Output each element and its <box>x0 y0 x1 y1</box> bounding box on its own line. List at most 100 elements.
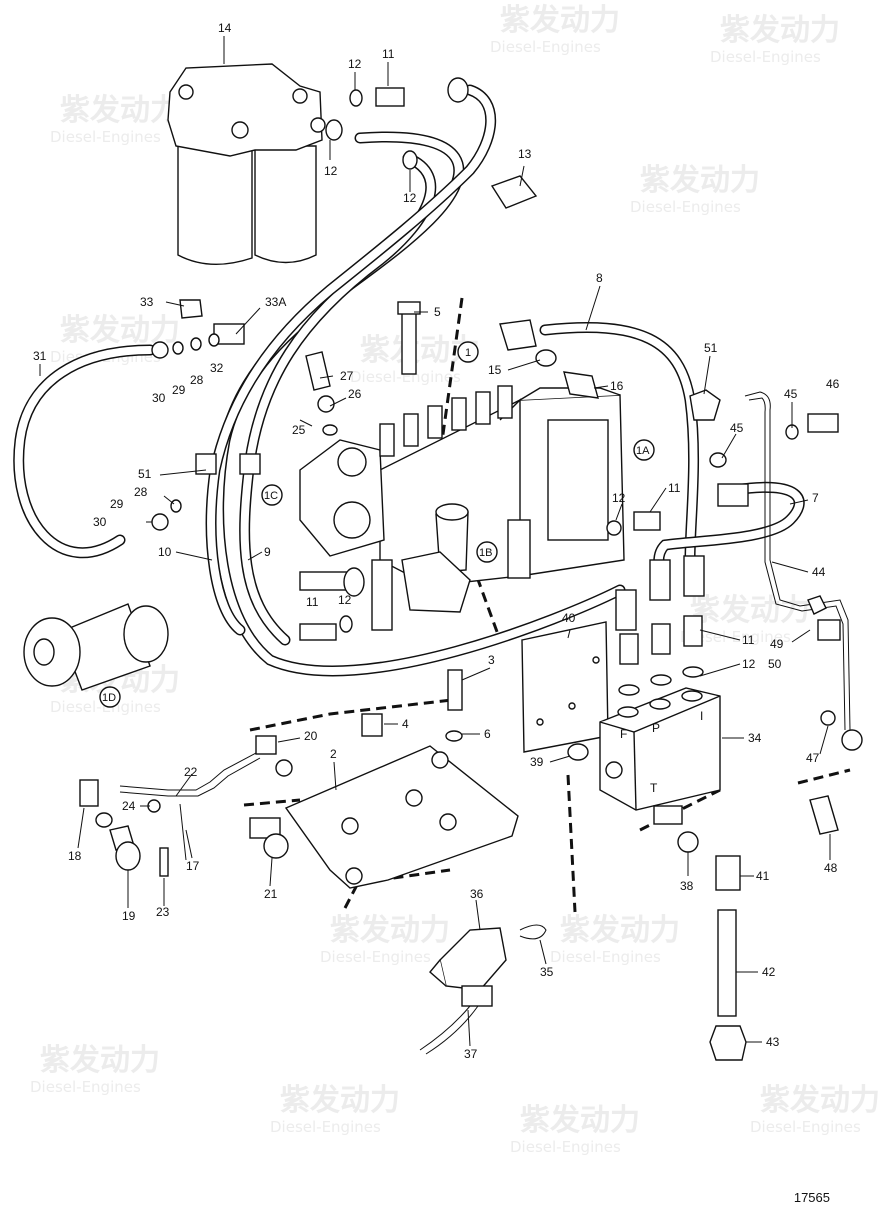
watermark-sub: Diesel-Engines <box>750 1118 861 1136</box>
callout-label: 33 <box>140 295 154 309</box>
watermark-sub: Diesel-Engines <box>320 948 431 966</box>
callout-label: 13 <box>518 147 532 161</box>
watermark-sub: Diesel-Engines <box>680 628 791 646</box>
watermark-sub: Diesel-Engines <box>50 698 161 716</box>
watermark-brand: 紫发动力 <box>560 913 680 948</box>
callout-label: 50 <box>768 657 782 671</box>
callout-label: 12 <box>403 191 417 205</box>
callout-label: 29 <box>172 383 186 397</box>
callout-label: 27 <box>340 369 354 383</box>
circled-references: 1 1A 1B 1C 1D <box>99 341 655 708</box>
fuel-hoses <box>13 84 851 861</box>
callout-label: 15 <box>488 363 502 377</box>
watermark-sub: Diesel-Engines <box>630 198 741 216</box>
callout-label: 2 <box>330 747 337 761</box>
callout-label: 36 <box>470 887 484 901</box>
callout-label: 20 <box>304 729 318 743</box>
callout-label: 8 <box>596 271 603 285</box>
valve-mark-f: F <box>620 727 627 741</box>
circled-ref-label: 1A <box>636 445 650 457</box>
small-parts <box>79 77 863 1061</box>
callout-label: 23 <box>156 905 170 919</box>
section-boundaries <box>243 297 851 913</box>
callout-label: 5 <box>434 305 441 319</box>
watermark-brand: 紫发动力 <box>60 93 180 128</box>
watermark-sub: Diesel-Engines <box>710 48 821 66</box>
watermark-sub: Diesel-Engines <box>510 1138 621 1156</box>
circled-ref-label: 1D <box>102 692 116 704</box>
callout-label: 42 <box>762 965 776 979</box>
callout-label: 45 <box>784 387 798 401</box>
callout-label: 37 <box>464 1047 478 1061</box>
fuel-filter <box>167 63 326 266</box>
callout-label: 17 <box>186 859 200 873</box>
callout-label: 3 <box>488 653 495 667</box>
callout-label: 45 <box>730 421 744 435</box>
watermark-sub: Diesel-Engines <box>550 948 661 966</box>
watermark-brand: 紫发动力 <box>760 1083 880 1118</box>
callout-label: 51 <box>704 341 718 355</box>
valve-block: F P I T <box>521 615 721 811</box>
watermark-sub: Diesel-Engines <box>50 128 161 146</box>
callout-label: 34 <box>748 731 762 745</box>
callout-label: 26 <box>348 387 362 401</box>
valve-mark-t: T <box>650 781 658 795</box>
watermark-brand: 紫发动力 <box>690 593 810 628</box>
callout-label: 29 <box>110 497 124 511</box>
callout-label: 14 <box>218 21 232 35</box>
circled-ref-label: 1B <box>479 547 492 559</box>
callout-label: 9 <box>264 545 271 559</box>
callout-label: 12 <box>324 164 338 178</box>
watermark-sub: Diesel-Engines <box>350 368 461 386</box>
valve-mark-p: P <box>652 721 660 735</box>
callout-label: 47 <box>806 751 820 765</box>
callout-label: 11 <box>668 481 681 495</box>
callout-label: 51 <box>138 467 152 481</box>
callout-label: 18 <box>68 849 82 863</box>
callout-label: 44 <box>812 565 826 579</box>
callout-label: 11 <box>382 47 395 61</box>
callout-label: 11 <box>306 595 319 609</box>
callout-label: 25 <box>292 423 306 437</box>
watermark-brand: 紫发动力 <box>500 3 620 38</box>
callout-label: 38 <box>680 879 694 893</box>
callout-label: 49 <box>770 637 784 651</box>
callout-label: 12 <box>742 657 756 671</box>
callout-label: 6 <box>484 727 491 741</box>
callouts: 14 11 12 12 12 13 8 33 33A 31 30 29 28 3… <box>33 21 840 1061</box>
callout-label: 10 <box>158 545 172 559</box>
injection-pump <box>299 385 625 631</box>
circled-ref-label: 1 <box>465 347 471 359</box>
feed-pump-tube <box>23 603 169 691</box>
watermark-brand: 紫发动力 <box>720 13 840 48</box>
callout-label: 39 <box>530 755 544 769</box>
callout-label: 30 <box>152 391 166 405</box>
callout-label: 4 <box>402 717 409 731</box>
callout-label: 30 <box>93 515 107 529</box>
callout-label: 32 <box>210 361 224 375</box>
callout-label: 12 <box>338 593 352 607</box>
watermark-sub: Diesel-Engines <box>490 38 601 56</box>
watermark-sub: Diesel-Engines <box>30 1078 141 1096</box>
callout-label: 40 <box>562 611 576 625</box>
callout-label: 12 <box>348 57 362 71</box>
callout-label: 46 <box>826 377 840 391</box>
callout-label: 31 <box>33 349 47 363</box>
watermark-brand: 紫发动力 <box>280 1083 400 1118</box>
solenoid-valve <box>419 924 547 1055</box>
watermark-brand: 紫发动力 <box>640 163 760 198</box>
watermark-brand: 紫发动力 <box>330 913 450 948</box>
callout-label: 43 <box>766 1035 780 1049</box>
callout-label: 28 <box>134 485 148 499</box>
leader-lines <box>39 36 831 1047</box>
watermark-brand: 紫发动力 <box>40 1043 160 1078</box>
callout-label: 12 <box>612 491 626 505</box>
callout-label: 33A <box>265 295 286 309</box>
drawing-number: 17565 <box>793 1190 830 1205</box>
callout-label: 35 <box>540 965 554 979</box>
callout-label: 21 <box>264 887 278 901</box>
callout-label: 11 <box>742 633 755 647</box>
callout-label: 19 <box>122 909 136 923</box>
circled-ref-label: 1C <box>264 490 278 502</box>
callout-label: 24 <box>122 799 136 813</box>
